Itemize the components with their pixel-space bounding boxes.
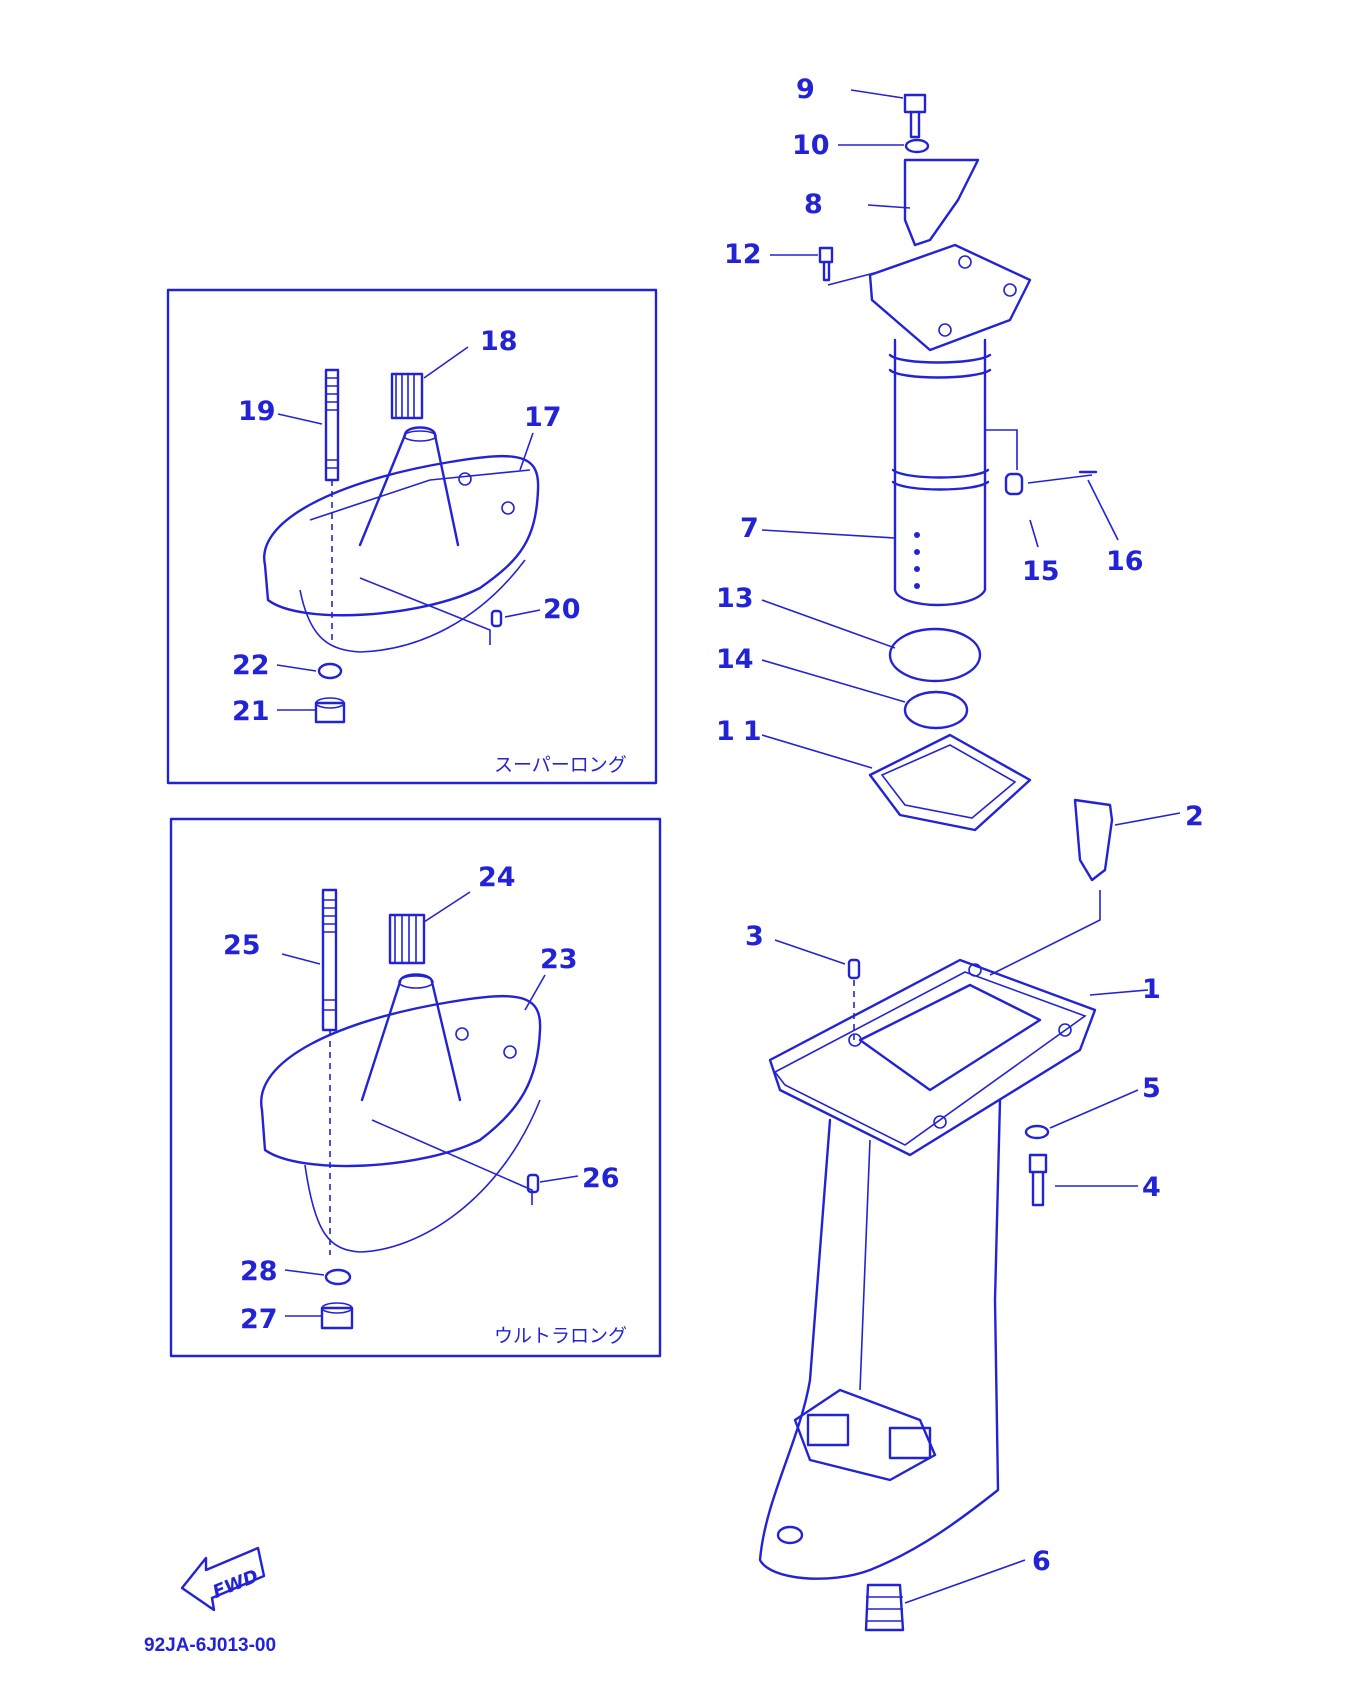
callout-12: 12 — [724, 239, 762, 270]
callout-labels: 9 10 8 12 7 15 16 13 14 11 2 3 1 5 4 6 1… — [223, 74, 1204, 1577]
callout-26: 26 — [582, 1163, 620, 1194]
callout-19: 19 — [238, 396, 276, 427]
callout-6: 6 — [1032, 1546, 1051, 1577]
callout-16: 16 — [1106, 546, 1144, 577]
callout-5: 5 — [1142, 1073, 1161, 1104]
callout-23: 23 — [540, 944, 578, 975]
drawing-code: 92JA-6J013-00 — [144, 1635, 276, 1656]
upper-casing-assembly — [761, 89, 1119, 832]
callout-8: 8 — [804, 189, 823, 220]
callout-2: 2 — [1185, 801, 1204, 832]
callout-22: 22 — [232, 650, 270, 681]
inset-super-long — [166, 288, 658, 785]
callout-13: 13 — [716, 583, 754, 614]
fwd-label: FWD — [210, 1566, 262, 1603]
callout-4: 4 — [1142, 1172, 1161, 1203]
callout-10: 10 — [792, 130, 830, 161]
callout-1: 1 — [1142, 974, 1161, 1005]
callout-18: 18 — [480, 326, 518, 357]
callout-7: 7 — [740, 513, 759, 544]
callout-27: 27 — [240, 1304, 278, 1335]
callout-11: 11 — [716, 716, 770, 747]
inset-title-ultra-long: ウルトラロング — [494, 1325, 627, 1347]
inset-title-super-long: スーパーロング — [494, 754, 627, 776]
callout-17: 17 — [524, 402, 562, 433]
callout-20: 20 — [543, 594, 581, 625]
callout-25: 25 — [223, 930, 261, 961]
callout-9: 9 — [796, 74, 815, 105]
upper-casing — [758, 798, 1181, 1632]
callout-21: 21 — [232, 696, 270, 727]
callout-28: 28 — [240, 1256, 278, 1287]
inset-ultra-long — [169, 817, 662, 1358]
callout-15: 15 — [1022, 556, 1060, 587]
callout-24: 24 — [478, 862, 516, 893]
fwd-arrow-icon: FWD — [180, 1546, 266, 1612]
callout-3: 3 — [745, 921, 764, 952]
callout-14: 14 — [716, 644, 754, 675]
